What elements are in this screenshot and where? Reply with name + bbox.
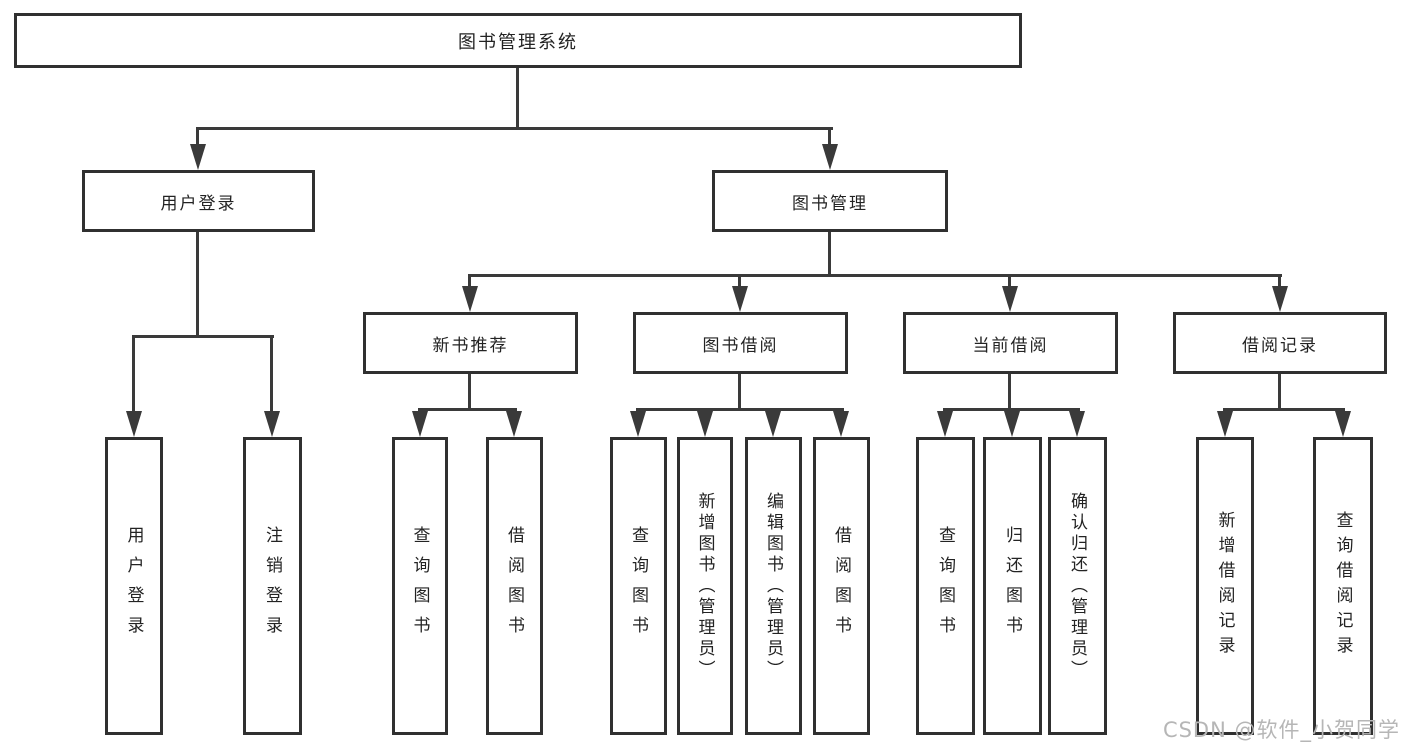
node-new-book-recommendation: 新书推荐 xyxy=(363,312,578,374)
arrowhead-down xyxy=(1272,286,1288,312)
leaf-query-books-current: 查询图书 xyxy=(916,437,975,735)
arrowhead-down xyxy=(412,411,428,437)
arrowhead-down xyxy=(833,411,849,437)
leaf-return-books: 归还图书 xyxy=(983,437,1042,735)
node-user-login: 用户登录 xyxy=(82,170,315,232)
node-library-management-system: 图书管理系统 xyxy=(14,13,1022,68)
node-borrowing-records: 借阅记录 xyxy=(1173,312,1387,374)
leaf-edit-books-admin: 编辑图书（管理员） xyxy=(745,437,802,735)
arrowhead-down xyxy=(1002,286,1018,312)
connector-line xyxy=(636,408,844,411)
arrowhead-down xyxy=(506,411,522,437)
arrowhead-down xyxy=(1069,411,1085,437)
connector-line xyxy=(738,274,741,290)
leaf-query-books-borrow: 查询图书 xyxy=(610,437,667,735)
connector-line xyxy=(418,408,517,411)
connector-line xyxy=(1278,274,1281,290)
connector-line xyxy=(738,374,741,411)
connector-line xyxy=(828,232,831,277)
node-book-borrowing: 图书借阅 xyxy=(633,312,848,374)
leaf-logout-login: 注销登录 xyxy=(243,437,302,735)
connector-line xyxy=(468,274,1282,277)
leaf-borrow-books-recommend: 借阅图书 xyxy=(486,437,543,735)
connector-line xyxy=(132,335,274,338)
arrowhead-down xyxy=(462,286,478,312)
arrowhead-down xyxy=(937,411,953,437)
arrowhead-down xyxy=(630,411,646,437)
arrowhead-down xyxy=(1217,411,1233,437)
connector-line xyxy=(828,127,831,149)
arrowhead-down xyxy=(765,411,781,437)
arrowhead-down xyxy=(190,144,206,170)
connector-line xyxy=(196,127,199,149)
leaf-borrow-books-borrow: 借阅图书 xyxy=(813,437,870,735)
arrowhead-down xyxy=(1004,411,1020,437)
arrowhead-down xyxy=(732,286,748,312)
connector-line xyxy=(943,408,1080,411)
arrowhead-down xyxy=(697,411,713,437)
connector-line xyxy=(516,68,519,130)
node-current-borrowing: 当前借阅 xyxy=(903,312,1118,374)
leaf-add-borrow-record: 新增借阅记录 xyxy=(1196,437,1254,735)
connector-line xyxy=(1223,408,1345,411)
arrowhead-down xyxy=(264,411,280,437)
connector-line xyxy=(468,274,471,290)
connector-line xyxy=(196,127,833,130)
connector-line xyxy=(468,374,471,411)
connector-line xyxy=(196,232,199,338)
leaf-add-books-admin: 新增图书（管理员） xyxy=(677,437,733,735)
connector-line xyxy=(132,335,135,415)
leaf-query-borrow-record: 查询借阅记录 xyxy=(1313,437,1373,735)
watermark: CSDN @软件_小贺同学 xyxy=(1162,718,1400,742)
arrowhead-down xyxy=(822,144,838,170)
arrowhead-down xyxy=(1335,411,1351,437)
leaf-query-books-recommend: 查询图书 xyxy=(392,437,448,735)
arrowhead-down xyxy=(126,411,142,437)
connector-line xyxy=(1008,374,1011,411)
connector-line xyxy=(270,335,273,415)
leaf-user-login: 用户登录 xyxy=(105,437,163,735)
connector-line xyxy=(1278,374,1281,411)
node-book-management: 图书管理 xyxy=(712,170,948,232)
connector-line xyxy=(1008,274,1011,290)
leaf-confirm-return-admin: 确认归还（管理员） xyxy=(1048,437,1107,735)
